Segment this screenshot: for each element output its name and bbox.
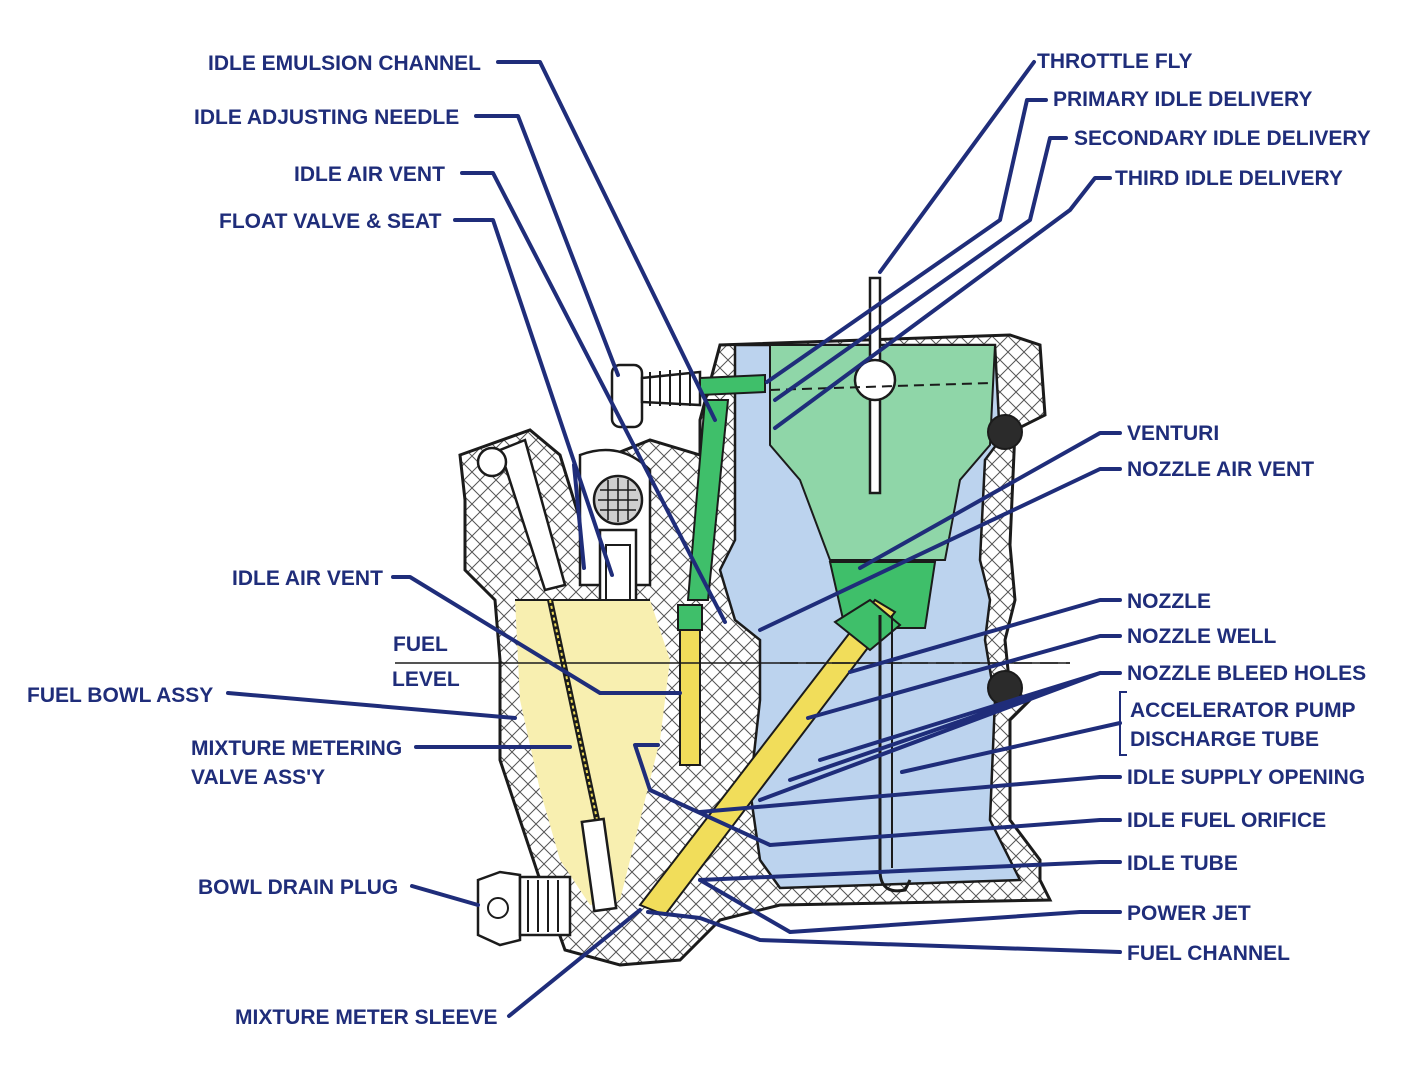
throttle-shaft <box>853 358 897 402</box>
leader-power-jet <box>698 878 1122 934</box>
leader-fuel-bowl-assy <box>226 691 517 720</box>
label-power-jet: POWER JET <box>1127 902 1251 925</box>
leader-float-valve-seat-b <box>572 463 586 570</box>
leader-throttle-fly <box>878 60 1036 274</box>
leader-idle-air-vent-mid <box>391 575 682 695</box>
label-idle-air-vent-top: IDLE AIR VENT <box>294 163 445 186</box>
leader-idle-adjusting-needle <box>474 114 620 377</box>
label-throttle-fly: THROTTLE FLY <box>1037 50 1193 73</box>
throttle-bore-line <box>769 382 991 391</box>
label-accel-pump-1: ACCELERATOR PUMP <box>1130 699 1356 722</box>
label-fuel-bowl-assy: FUEL BOWL ASSY <box>27 684 213 707</box>
leader-primary-idle-delivery <box>765 98 1048 384</box>
leader-bowl-drain-plug <box>410 884 480 907</box>
label-idle-air-vent-mid: IDLE AIR VENT <box>232 567 383 590</box>
label-primary-idle-delivery: PRIMARY IDLE DELIVERY <box>1053 88 1312 111</box>
leader-idle-emulsion-channel <box>496 60 717 422</box>
mixture-metering-valve-part <box>476 438 618 913</box>
label-idle-emulsion-channel: IDLE EMULSION CHANNEL <box>208 52 481 75</box>
label-bowl-drain-plug: BOWL DRAIN PLUG <box>198 876 398 899</box>
leader-float-valve-seat <box>453 218 614 577</box>
label-venturi: VENTURI <box>1127 422 1219 445</box>
bowl-drain-plug-part <box>476 870 572 947</box>
leader-nozzle-well <box>806 634 1122 720</box>
leader-nozzle-bleed-holes <box>758 671 1122 802</box>
label-fuel-level-2: LEVEL <box>392 668 460 691</box>
nozzle-upper <box>833 598 902 652</box>
leader-idle-fuel-orifice <box>633 743 1122 847</box>
label-mixture-metering-1: MIXTURE METERING <box>191 737 402 760</box>
label-secondary-idle-delivery: SECONDARY IDLE DELIVERY <box>1074 127 1371 150</box>
leader-mixture-meter-sleeve <box>507 908 642 1018</box>
label-accel-pump-2: DISCHARGE TUBE <box>1130 728 1319 751</box>
float-valve-part <box>578 448 652 614</box>
label-idle-tube: IDLE TUBE <box>1127 852 1238 875</box>
leader-nozzle-air-vent <box>758 467 1122 632</box>
label-float-valve-seat: FLOAT VALVE & SEAT <box>219 210 442 233</box>
label-idle-supply-opening: IDLE SUPPLY OPENING <box>1127 766 1365 789</box>
label-idle-fuel-orifice: IDLE FUEL ORIFICE <box>1127 809 1326 832</box>
leader-idle-tube <box>698 860 1122 882</box>
leader-venturi <box>858 431 1122 570</box>
leader-nozzle <box>848 598 1122 674</box>
o-ring-upper <box>987 414 1023 450</box>
idle-emulsion-channel-passage <box>686 399 730 601</box>
leader-idle-supply-opening <box>698 775 1122 814</box>
leader-idle-air-vent-top <box>460 171 727 624</box>
leader-fuel-channel <box>646 910 1122 954</box>
idle-tube-cap <box>677 604 703 631</box>
fuel-bowl-fuel <box>515 600 670 905</box>
label-mixture-meter-sleeve: MIXTURE METER SLEEVE <box>235 1006 498 1029</box>
leader-third-idle-delivery <box>773 176 1112 430</box>
carburetor-body <box>395 276 1070 967</box>
label-fuel-level-1: FUEL <box>393 633 448 656</box>
accel-pump-bracket <box>1119 691 1127 756</box>
label-nozzle-well: NOZZLE WELL <box>1127 625 1276 648</box>
label-nozzle: NOZZLE <box>1127 590 1211 613</box>
label-nozzle-bleed-holes: NOZZLE BLEED HOLES <box>1127 662 1366 685</box>
idle-tube-part <box>679 624 701 766</box>
venturi-body <box>769 344 997 561</box>
leader-lines <box>226 60 1127 1018</box>
idle-adjusting-needle-part <box>610 363 766 429</box>
label-nozzle-air-vent: NOZZLE AIR VENT <box>1127 458 1314 481</box>
label-mixture-metering-2: VALVE ASS'Y <box>191 766 325 789</box>
label-idle-adjusting-needle: IDLE ADJUSTING NEEDLE <box>194 106 459 129</box>
label-third-idle-delivery: THIRD IDLE DELIVERY <box>1115 167 1343 190</box>
label-fuel-channel: FUEL CHANNEL <box>1127 942 1290 965</box>
labels: IDLE EMULSION CHANNEL IDLE ADJUSTING NEE… <box>27 50 1371 1029</box>
leader-secondary-idle-delivery <box>773 136 1068 402</box>
leader-accel-pump-discharge <box>900 721 1122 774</box>
